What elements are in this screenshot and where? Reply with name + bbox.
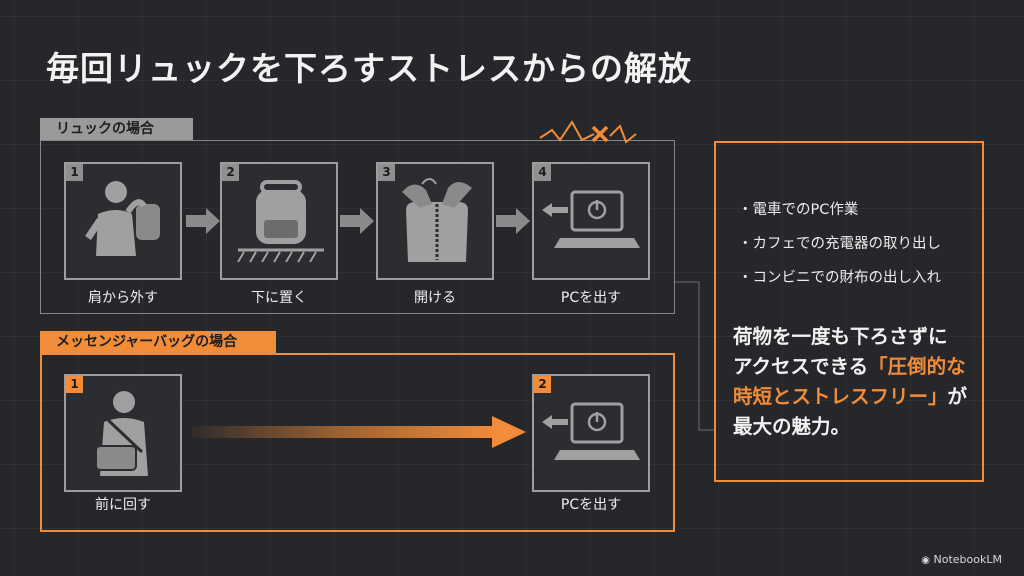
benefit-item-cafe: ・カフェでの充電器の取り出し [738, 236, 941, 252]
backpack-step-1: 1 [64, 162, 182, 280]
notebooklm-logo-icon: ◉ [921, 555, 931, 566]
step-number: 3 [378, 164, 395, 181]
backpack-step-4-caption: PCを出す [560, 290, 622, 306]
key-message-line-1: 荷物を一度も下ろさずに [733, 325, 948, 348]
backpack-section-frame [40, 140, 675, 314]
backpack-section-label: リュックの場合 [40, 118, 193, 140]
arrow-right-icon [340, 208, 374, 234]
arrow-right-icon [186, 208, 220, 234]
fast-arrow-icon [192, 416, 526, 448]
key-message: 荷物を一度も下ろさずに アクセスできる「圧倒的な 時短とストレスフリー」が 最大… [733, 322, 973, 442]
laptop-power-icon [542, 402, 640, 460]
key-message-line-2: アクセスできる「圧倒的な [733, 352, 973, 382]
brand-name: NotebookLM [933, 553, 1002, 566]
notebooklm-watermark: ◉ NotebookLM [921, 553, 1002, 566]
key-message-line-4: 最大の魅力。 [733, 415, 851, 438]
key-message-emphasis: 「圧倒的な [868, 355, 966, 378]
benefits-panel [714, 141, 984, 482]
key-message-text: アクセスできる [733, 355, 869, 378]
backpack-on-ground-icon [237, 180, 324, 263]
backpack-step-1-caption: 肩から外す [88, 290, 158, 306]
step-number: 1 [66, 376, 83, 393]
backpack-step-3: 3 [376, 162, 494, 280]
step-number: 1 [66, 164, 83, 181]
benefit-item-train: ・電車でのPC作業 [738, 202, 859, 218]
person-removing-backpack-icon [85, 181, 160, 256]
connector-lines [675, 281, 715, 431]
benefit-item-convenience-store: ・コンビニでの財布の出し入れ [738, 270, 941, 286]
messenger-step-2: 2 [532, 374, 650, 492]
arrow-right-icon [496, 208, 530, 234]
opening-backpack-icon [402, 178, 472, 262]
backpack-step-3-caption: 開ける [414, 290, 456, 306]
step-number: 4 [534, 164, 551, 181]
person-with-messenger-bag-icon [95, 391, 148, 476]
messenger-step-1-caption: 前に回す [95, 497, 151, 513]
page-title: 毎回リュックを下ろすストレスからの解放 [46, 49, 692, 88]
step-number: 2 [222, 164, 239, 181]
messenger-step-1: 1 [64, 374, 182, 492]
backpack-step-2: 2 [220, 162, 338, 280]
laptop-power-icon [542, 190, 640, 248]
step-number: 2 [534, 376, 551, 393]
key-message-line-3: 時短とストレスフリー」が [733, 382, 973, 412]
messenger-step-2-caption: PCを出す [560, 497, 622, 513]
backpack-step-4: 4 [532, 162, 650, 280]
backpack-step-2-caption: 下に置く [251, 290, 307, 306]
key-message-text: が [947, 385, 968, 408]
messenger-section-label: メッセンジャーバッグの場合 [40, 331, 276, 353]
messenger-section-frame [40, 353, 675, 532]
key-message-emphasis: 時短とストレスフリー」 [733, 385, 948, 408]
frustration-x-icon [539, 120, 637, 144]
